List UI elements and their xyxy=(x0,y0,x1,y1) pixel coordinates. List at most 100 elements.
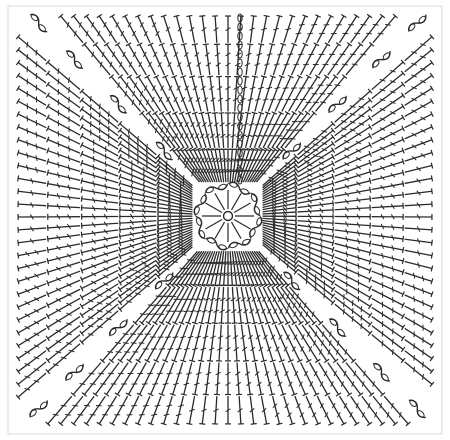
double-crochet-stitch xyxy=(334,88,373,123)
double-crochet-stitch xyxy=(334,195,372,205)
double-crochet-stitch xyxy=(118,242,157,260)
double-crochet-stitch xyxy=(371,279,405,298)
double-crochet-stitch xyxy=(46,252,81,265)
double-crochet-stitch xyxy=(16,98,47,117)
double-crochet-stitch xyxy=(212,15,219,43)
double-crochet-stitch xyxy=(139,286,172,326)
double-crochet-stitch xyxy=(249,286,265,325)
double-crochet-stitch xyxy=(272,14,283,43)
double-crochet-stitch xyxy=(96,395,117,426)
double-crochet-stitch xyxy=(254,43,265,76)
double-crochet-stitch xyxy=(230,286,238,324)
double-crochet-stitch xyxy=(261,324,276,363)
slip-stitch-join xyxy=(237,130,243,140)
double-crochet-stitch xyxy=(160,14,173,43)
double-crochet-stitch xyxy=(339,395,360,426)
double-crochet-stitch xyxy=(404,149,434,162)
double-crochet-stitch xyxy=(156,224,193,237)
double-crochet-stitch xyxy=(404,316,434,336)
double-crochet-stitch xyxy=(404,283,434,298)
double-crochet-stitch xyxy=(327,362,353,397)
double-crochet-stitch xyxy=(45,395,73,427)
double-crochet-stitch xyxy=(334,106,373,137)
double-crochet-stitch xyxy=(371,114,406,136)
slip-stitch-join xyxy=(237,94,243,104)
double-crochet-stitch xyxy=(336,41,364,76)
center-stitch xyxy=(205,202,223,214)
double-crochet-stitch xyxy=(199,395,207,425)
double-crochet-stitch xyxy=(327,395,347,426)
double-crochet-stitch xyxy=(240,324,249,362)
double-crochet-stitch xyxy=(371,307,406,331)
double-crochet-stitch xyxy=(350,13,373,43)
double-crochet-stitch xyxy=(334,256,372,274)
double-crochet-stitch xyxy=(117,268,157,299)
double-crochet-stitch xyxy=(205,111,216,148)
double-crochet-stitch xyxy=(136,42,156,76)
double-crochet-stitch xyxy=(186,147,209,183)
double-crochet-stitch xyxy=(225,251,231,286)
double-crochet-stitch xyxy=(215,324,224,362)
double-crochet-stitch xyxy=(258,286,278,325)
chain-space-corner xyxy=(155,141,173,161)
double-crochet-stitch xyxy=(404,201,433,208)
double-crochet-stitch xyxy=(136,362,156,397)
double-crochet-stitch xyxy=(45,316,81,342)
double-crochet-stitch xyxy=(334,168,372,184)
double-crochet-stitch xyxy=(297,180,335,195)
double-crochet-stitch xyxy=(225,286,231,324)
double-crochet-stitch xyxy=(316,395,334,426)
double-crochet-stitch xyxy=(237,395,244,425)
double-crochet-stitch xyxy=(262,244,299,275)
double-crochet-stitch xyxy=(404,34,435,61)
double-crochet-stitch xyxy=(371,103,406,127)
double-crochet-stitch xyxy=(345,41,375,76)
double-crochet-stitch xyxy=(191,111,207,148)
double-crochet-stitch xyxy=(336,362,364,397)
double-crochet-stitch xyxy=(156,191,193,206)
double-crochet-stitch xyxy=(182,147,207,183)
double-crochet-stitch xyxy=(294,14,309,43)
double-crochet-stitch xyxy=(118,251,157,273)
double-crochet-stitch xyxy=(260,14,270,43)
double-crochet-stitch xyxy=(262,153,299,186)
double-crochet-stitch xyxy=(383,395,411,427)
double-crochet-stitch xyxy=(236,251,249,287)
double-crochet-stitch xyxy=(297,264,336,293)
double-crochet-stitch xyxy=(212,395,219,425)
double-crochet-stitch xyxy=(119,218,157,227)
center-stitch xyxy=(233,218,251,230)
double-crochet-stitch xyxy=(81,41,111,76)
double-crochet-stitch xyxy=(225,395,231,425)
double-crochet-stitch xyxy=(281,74,303,112)
double-crochet-stitch xyxy=(212,148,223,183)
double-crochet-stitch xyxy=(99,324,135,364)
double-crochet-stitch xyxy=(371,325,406,353)
double-crochet-stitch xyxy=(169,362,184,396)
double-crochet-stitch xyxy=(230,112,238,148)
double-crochet-stitch xyxy=(118,233,157,247)
double-crochet-stitch xyxy=(404,305,434,323)
double-crochet-stitch xyxy=(194,251,214,288)
double-crochet-stitch xyxy=(297,268,336,299)
double-crochet-stitch xyxy=(297,193,335,204)
double-crochet-stitch xyxy=(172,286,194,325)
double-crochet-stitch xyxy=(371,191,405,200)
double-crochet-stitch xyxy=(79,269,119,292)
double-crochet-stitch xyxy=(288,324,312,363)
double-crochet-stitch xyxy=(45,297,81,320)
double-crochet-stitch xyxy=(294,324,321,363)
double-crochet-stitch xyxy=(354,362,386,397)
double-crochet-stitch xyxy=(155,246,193,280)
double-crochet-stitch xyxy=(169,42,184,76)
double-crochet-stitch xyxy=(47,213,81,220)
double-crochet-stitch xyxy=(350,395,373,427)
double-crochet-stitch xyxy=(198,75,209,112)
double-crochet-stitch xyxy=(16,316,47,336)
double-crochet-stitch xyxy=(262,162,299,191)
slip-stitch-join xyxy=(237,13,243,23)
double-crochet-stitch xyxy=(297,140,336,169)
double-crochet-stitch xyxy=(157,219,193,228)
double-crochet-stitch xyxy=(119,213,157,220)
double-crochet-stitch xyxy=(334,213,371,220)
